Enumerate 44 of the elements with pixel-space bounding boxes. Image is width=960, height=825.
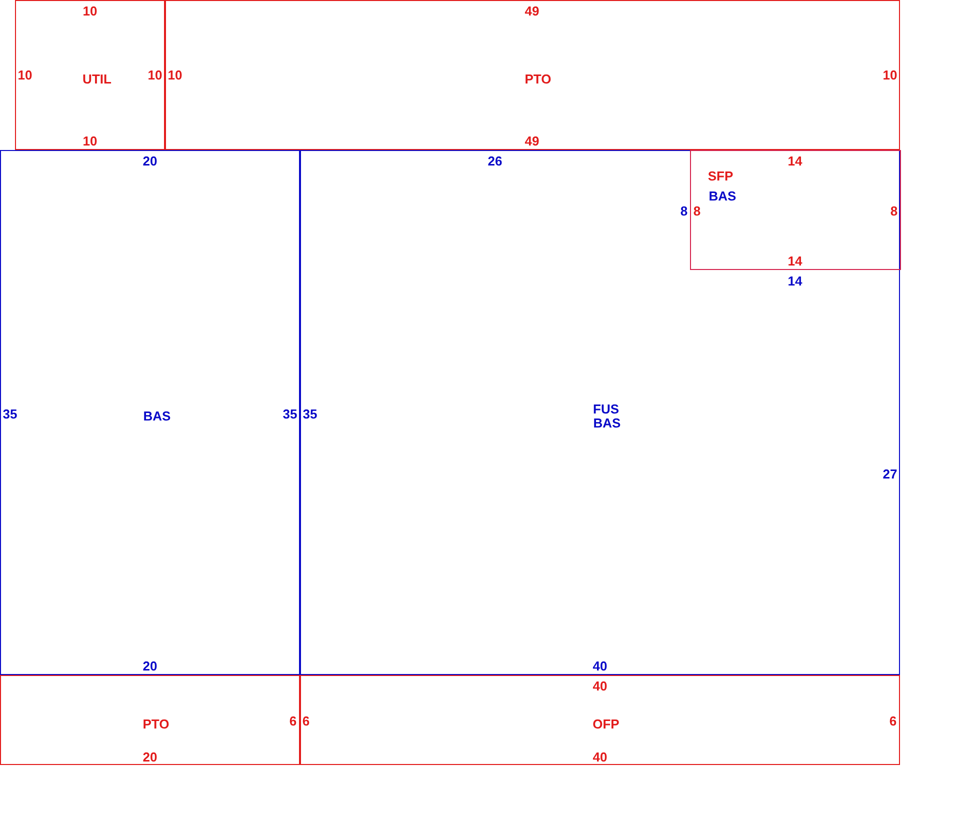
zone-label: OFP	[592, 718, 620, 730]
dimension-label: 27	[882, 468, 898, 480]
dimension-label: 14	[788, 254, 802, 268]
zone-box	[300, 675, 900, 765]
dimension-label: 10	[82, 4, 98, 18]
dimension-label: 14	[788, 154, 802, 168]
dimension-label: 10	[168, 68, 182, 82]
dimension-label: 20	[142, 154, 158, 168]
zone-box	[0, 675, 300, 765]
dimension-label: 20	[142, 660, 158, 672]
zone-label: BAS	[593, 416, 621, 430]
zone-label: BAS	[143, 410, 171, 422]
dimension-label: 6	[302, 714, 310, 728]
dimension-label: 49	[524, 134, 540, 148]
dimension-label: 40	[592, 660, 608, 672]
dimension-label: 35	[282, 408, 298, 420]
zone-box	[0, 150, 300, 675]
zone-label: PTO	[524, 72, 552, 86]
dimension-label: 20	[142, 750, 158, 764]
dimension-label: 10	[18, 68, 32, 82]
zone-box	[300, 150, 900, 675]
dimension-label: 40	[592, 750, 608, 764]
dimension-label: 6	[289, 714, 297, 728]
zone-label: PTO	[142, 718, 170, 730]
zone-box	[165, 0, 900, 150]
zone-box	[690, 150, 901, 270]
zone-label: FUS	[593, 402, 619, 416]
dimension-label: 6	[889, 714, 897, 728]
zone-box	[15, 0, 165, 150]
zone-label: UTIL	[82, 72, 112, 86]
dimension-label: 26	[488, 154, 502, 168]
dimension-label: 10	[882, 68, 898, 82]
zone-label: SFP	[708, 169, 734, 182]
dimension-label: 40	[592, 680, 608, 692]
dimension-label: 8	[680, 204, 688, 218]
dimension-label: 8	[890, 204, 898, 218]
dimension-label: 8	[693, 204, 701, 218]
zone-label: BAS	[708, 189, 736, 202]
dimension-label: 49	[524, 4, 540, 18]
dimension-label: 35	[302, 408, 318, 420]
dimension-label: 35	[2, 408, 18, 420]
dimension-label: 10	[82, 134, 98, 148]
dimension-label: 10	[148, 68, 162, 82]
dimension-label: 14	[788, 274, 802, 288]
